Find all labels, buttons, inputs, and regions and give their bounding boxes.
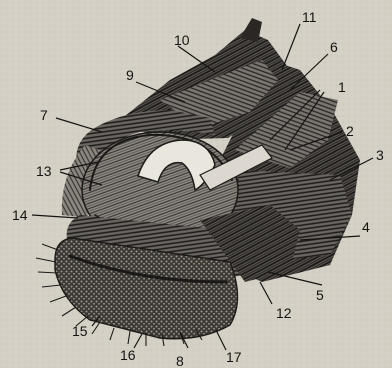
label-10: 10 xyxy=(174,32,190,48)
label-6: 6 xyxy=(330,39,338,55)
label-8: 8 xyxy=(176,353,184,368)
label-15: 15 xyxy=(72,323,88,339)
label-7: 7 xyxy=(40,107,48,123)
label-16: 16 xyxy=(120,347,136,363)
label-12: 12 xyxy=(276,305,292,321)
label-3: 3 xyxy=(376,147,384,163)
label-13: 13 xyxy=(36,163,52,179)
label-14: 14 xyxy=(12,207,28,223)
label-17: 17 xyxy=(226,349,242,365)
label-9: 9 xyxy=(126,67,134,83)
label-5: 5 xyxy=(316,287,324,303)
label-4: 4 xyxy=(362,219,370,235)
label-11: 11 xyxy=(302,9,317,25)
label-1: 1 xyxy=(338,79,346,95)
label-2: 2 xyxy=(346,123,354,139)
